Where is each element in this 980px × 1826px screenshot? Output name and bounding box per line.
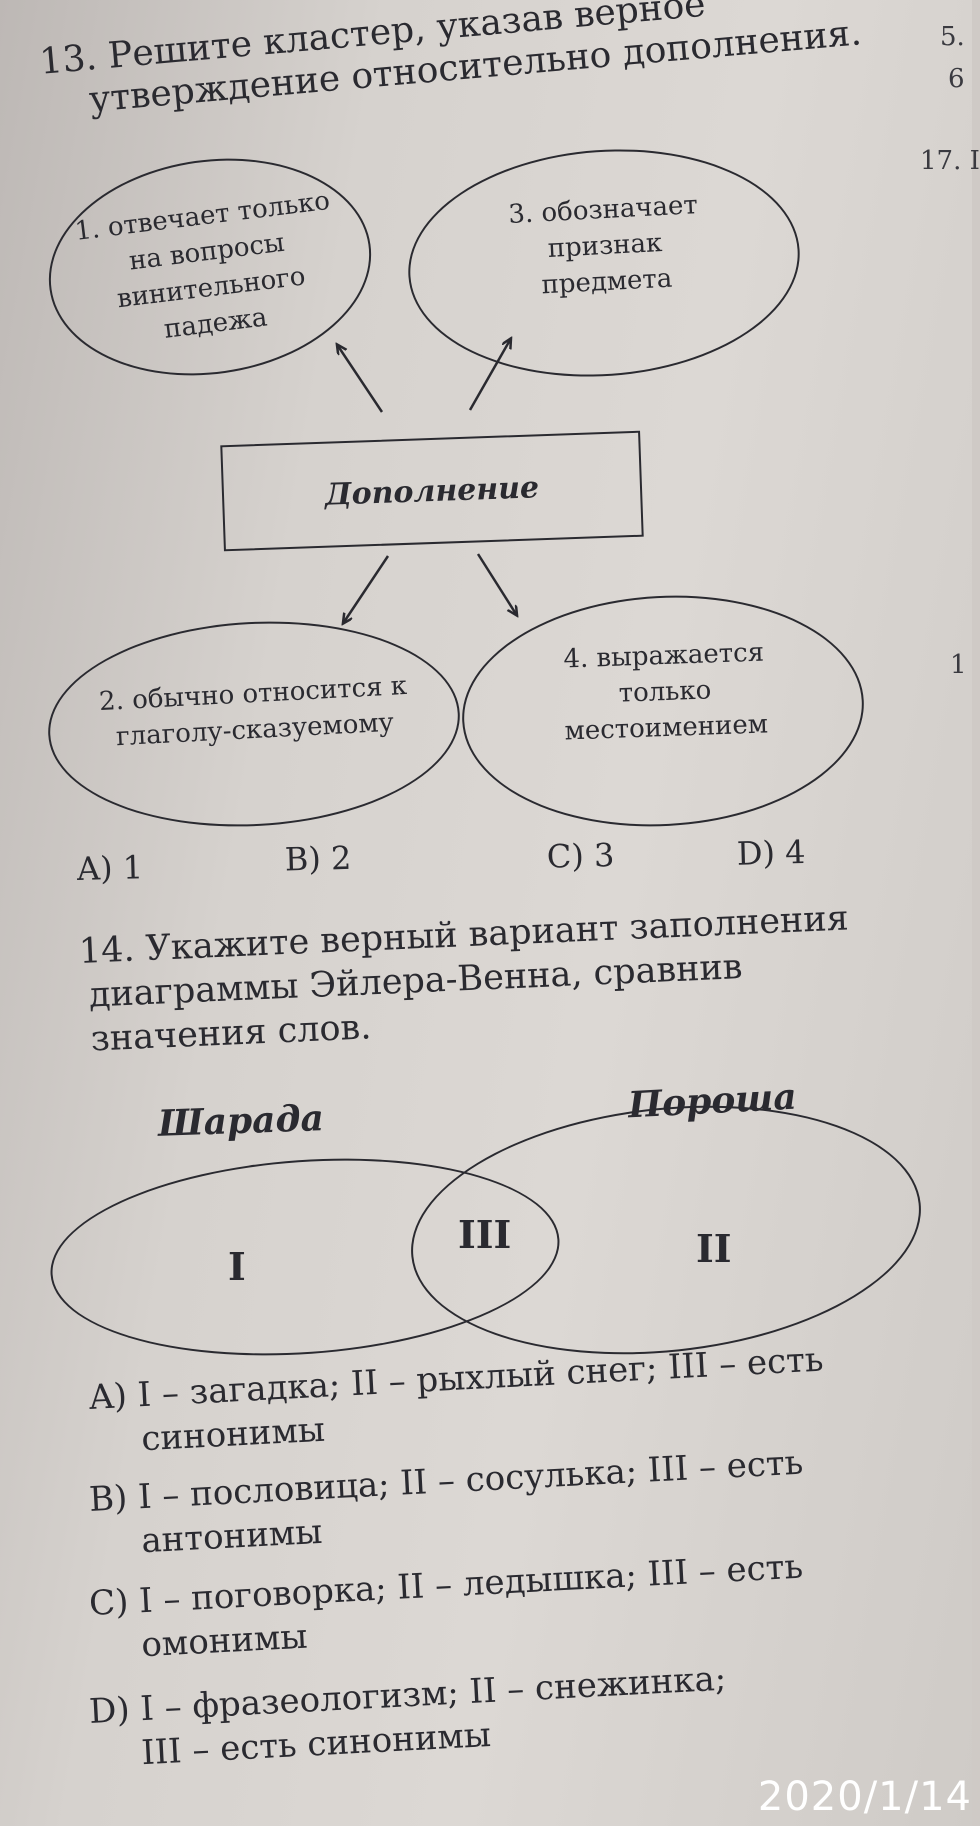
answer-b[interactable]: B) 2 [284,838,352,879]
margin-fragment: 1 [950,650,967,680]
arrow-to-bubble-3 [468,340,510,411]
venn-region-middle: III [458,1212,512,1257]
venn-region-left: I [228,1244,246,1289]
margin-fragment: 17. I [920,146,980,176]
answer-a[interactable]: A) 1 [76,848,144,888]
photo-timestamp: 2020/1/14 [757,1774,972,1820]
arrow-to-bubble-2 [344,555,390,622]
answer-c[interactable]: C) 3 [546,835,615,876]
venn-word-left: Шарада [157,1097,325,1145]
arrow-to-bubble-1 [338,346,384,413]
venn-region-right: II [696,1226,732,1271]
arrow-to-bubble-4 [476,553,516,614]
margin-fragment: 5. [940,22,965,52]
margin-fragment: 6 [948,64,965,94]
answer-d[interactable]: D) 4 [736,832,806,873]
